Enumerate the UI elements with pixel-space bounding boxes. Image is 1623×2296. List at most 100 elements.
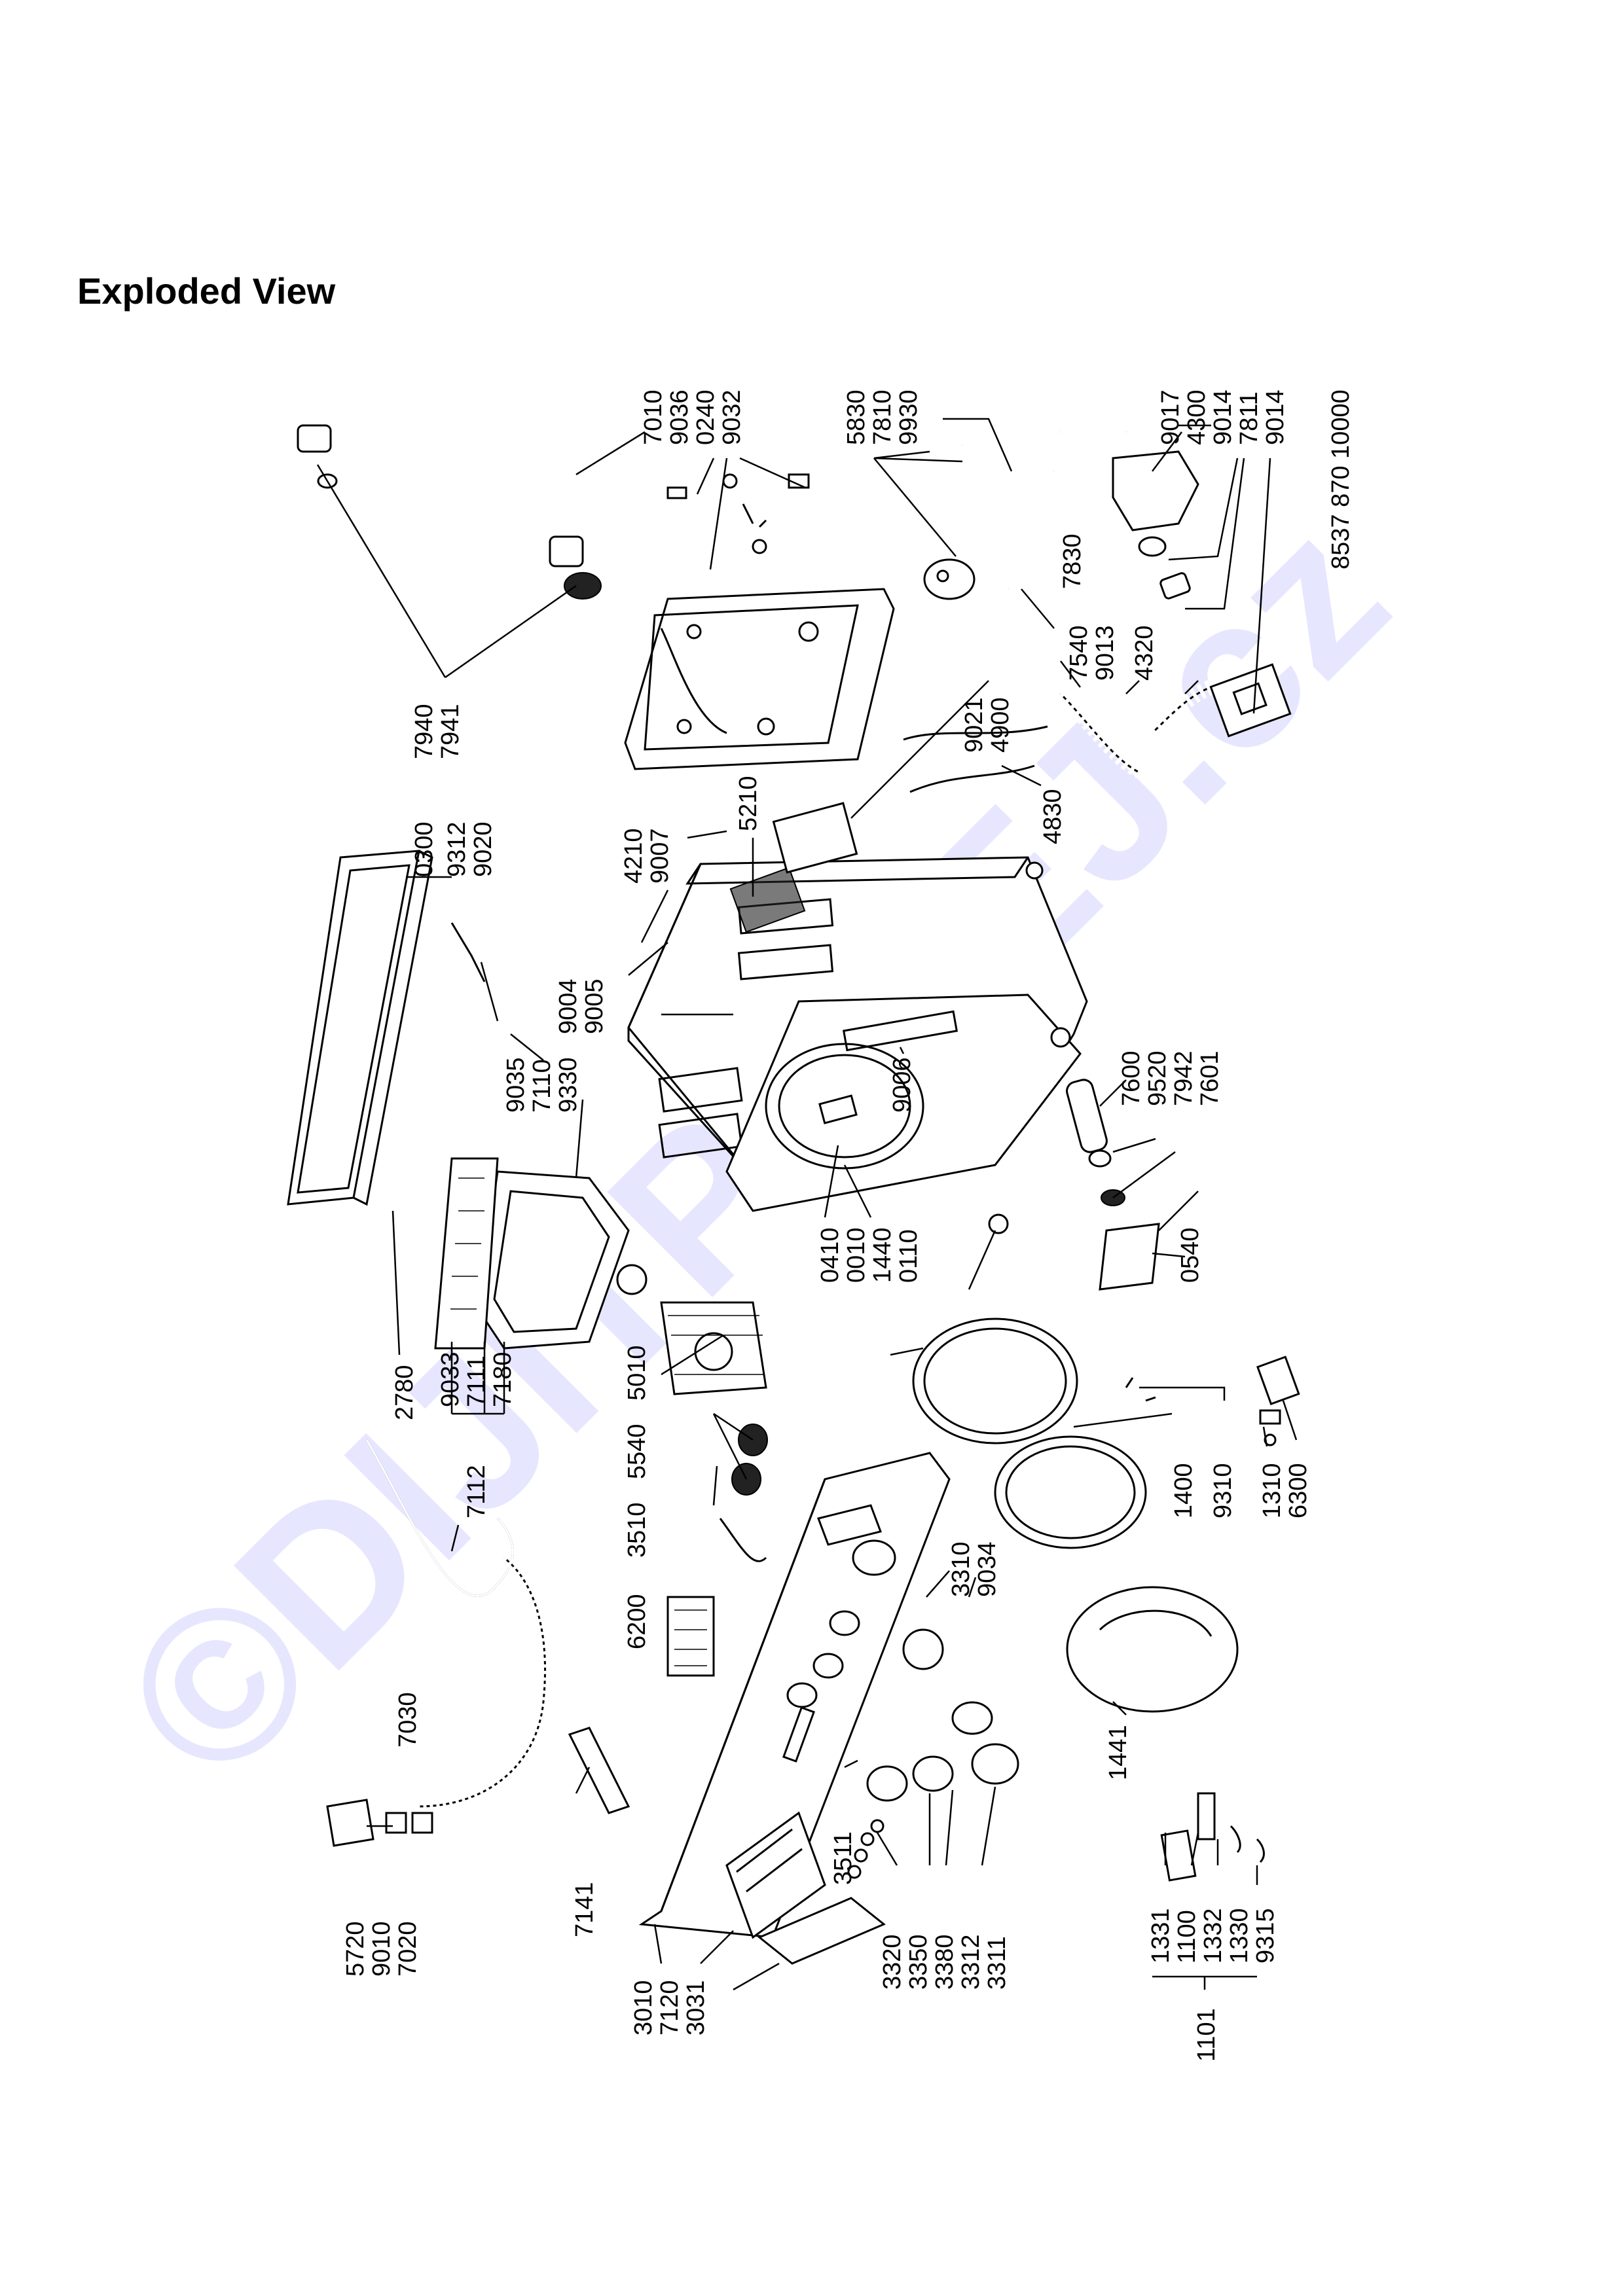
label-7110: 7110 <box>528 1059 556 1113</box>
label-9007: 9007 <box>646 828 674 884</box>
label-9315: 9315 <box>1252 1908 1279 1964</box>
label-0240: 0240 <box>692 389 720 445</box>
drain-hose-7030 <box>365 1439 550 1811</box>
label-0300: 0300 <box>410 821 438 877</box>
wiring-4830 <box>909 764 1035 793</box>
label-5210: 5210 <box>735 776 762 831</box>
label-8537: 8537 870 10000 <box>1327 389 1355 569</box>
door-seal-1440 <box>912 1318 1078 1444</box>
label-7811: 7811 <box>1235 391 1263 445</box>
label-9032: 9032 <box>718 389 746 445</box>
label-3350: 3350 <box>905 1934 932 1990</box>
dispenser-drawer-7120 <box>725 1811 886 1965</box>
label-9020: 9020 <box>469 821 497 877</box>
knobs-33xx <box>847 1628 1019 1879</box>
label-0110: 0110 <box>895 1229 922 1283</box>
label-9330: 9330 <box>555 1057 582 1113</box>
label-7020: 7020 <box>394 1921 422 1977</box>
label-3310: 3310 <box>947 1541 975 1597</box>
part-5830 <box>923 558 976 600</box>
label-0010: 0010 <box>843 1227 870 1283</box>
label-7120: 7120 <box>656 1980 684 2036</box>
label-0410: 0410 <box>816 1227 844 1283</box>
label-7111: 7111 <box>463 1355 490 1407</box>
label-5010: 5010 <box>623 1345 651 1401</box>
label-9013: 9013 <box>1091 625 1119 681</box>
label-4900: 4900 <box>987 697 1014 753</box>
label-9034: 9034 <box>974 1541 1001 1597</box>
label-3311: 3311 <box>983 1936 1011 1990</box>
door-glass-1441 <box>1066 1586 1239 1713</box>
part-labels: 7010 9036 0240 9032 5830 7810 9930 9017 … <box>342 389 1355 2062</box>
label-7942: 7942 <box>1170 1050 1197 1106</box>
label-1330: 1330 <box>1226 1908 1253 1964</box>
label-4320: 4320 <box>1131 625 1158 681</box>
parts-drawing <box>287 419 1300 1965</box>
cabinet-0010 <box>627 856 1088 1234</box>
label-1332: 1332 <box>1199 1908 1227 1964</box>
label-9520: 9520 <box>1144 1050 1171 1106</box>
label-3031: 3031 <box>682 1980 710 2036</box>
label-0540: 0540 <box>1176 1227 1204 1283</box>
label-3010: 3010 <box>630 1980 657 2036</box>
wiring-4900 <box>903 725 1048 741</box>
label-7540: 7540 <box>1065 625 1093 681</box>
top-cover-0300 <box>287 850 433 1206</box>
label-7141: 7141 <box>571 1882 598 1937</box>
control-panel-3010 <box>638 1452 951 1939</box>
label-9005: 9005 <box>581 978 608 1034</box>
label-7600: 7600 <box>1118 1050 1145 1106</box>
label-5830: 5830 <box>843 389 870 445</box>
label-6300: 6300 <box>1285 1463 1312 1518</box>
label-9010: 9010 <box>368 1921 395 1977</box>
label-9006: 9006 <box>888 1057 916 1113</box>
label-9021: 9021 <box>960 697 988 753</box>
label-7941: 7941 <box>437 704 464 759</box>
leader-lines <box>316 418 1298 1991</box>
inlet-valve-5720 <box>326 1799 433 1847</box>
label-1441: 1441 <box>1104 1725 1132 1780</box>
sump-hose-7540 <box>1055 663 1292 778</box>
label-4830: 4830 <box>1039 789 1067 844</box>
label-7030: 7030 <box>394 1692 422 1748</box>
label-1310: 1310 <box>1258 1463 1286 1518</box>
spring-bar-9035 <box>450 922 486 982</box>
damper-7600 <box>1066 1079 1108 1153</box>
timer-5010 <box>660 1301 767 1395</box>
wire-3510 <box>719 1518 767 1562</box>
label-9312: 9312 <box>443 821 471 877</box>
label-1100: 1100 <box>1173 1910 1201 1964</box>
door-handle-1100 <box>1160 1792 1265 1882</box>
service-flap-0540 <box>1099 1223 1160 1291</box>
label-9930: 9930 <box>895 389 922 445</box>
label-3312: 3312 <box>957 1934 985 1990</box>
label-9035: 9035 <box>502 1057 530 1113</box>
dispenser-housing-7110 <box>434 1157 647 1350</box>
label-1440: 1440 <box>869 1227 896 1283</box>
label-7940: 7940 <box>410 704 438 759</box>
label-7010: 7010 <box>640 389 667 445</box>
cap-7141 <box>568 1727 630 1814</box>
label-4210: 4210 <box>620 828 647 884</box>
label-9310: 9310 <box>1209 1463 1237 1518</box>
label-5720: 5720 <box>342 1921 369 1977</box>
inlet-hose-7010 <box>297 419 602 600</box>
door-ring-1400 <box>994 1435 1147 1549</box>
label-9014-b: 9014 <box>1262 389 1289 445</box>
page-heading: Exploded View <box>77 270 336 312</box>
label-1400: 1400 <box>1170 1463 1197 1518</box>
label-7180: 7180 <box>489 1352 517 1407</box>
label-7112: 7112 <box>463 1465 490 1518</box>
screws-9036-9032 <box>666 473 810 554</box>
door-lock-6300 <box>1256 1355 1300 1405</box>
label-7830: 7830 <box>1059 533 1086 589</box>
label-6200: 6200 <box>623 1594 651 1649</box>
label-7601: 7601 <box>1196 1050 1224 1106</box>
switch-block-6200 <box>666 1596 715 1677</box>
label-4300: 4300 <box>1183 389 1211 445</box>
label-3510: 3510 <box>623 1502 651 1558</box>
pump-4300 <box>1059 420 1199 600</box>
label-2780: 2780 <box>391 1365 418 1420</box>
label-9017: 9017 <box>1157 389 1184 445</box>
